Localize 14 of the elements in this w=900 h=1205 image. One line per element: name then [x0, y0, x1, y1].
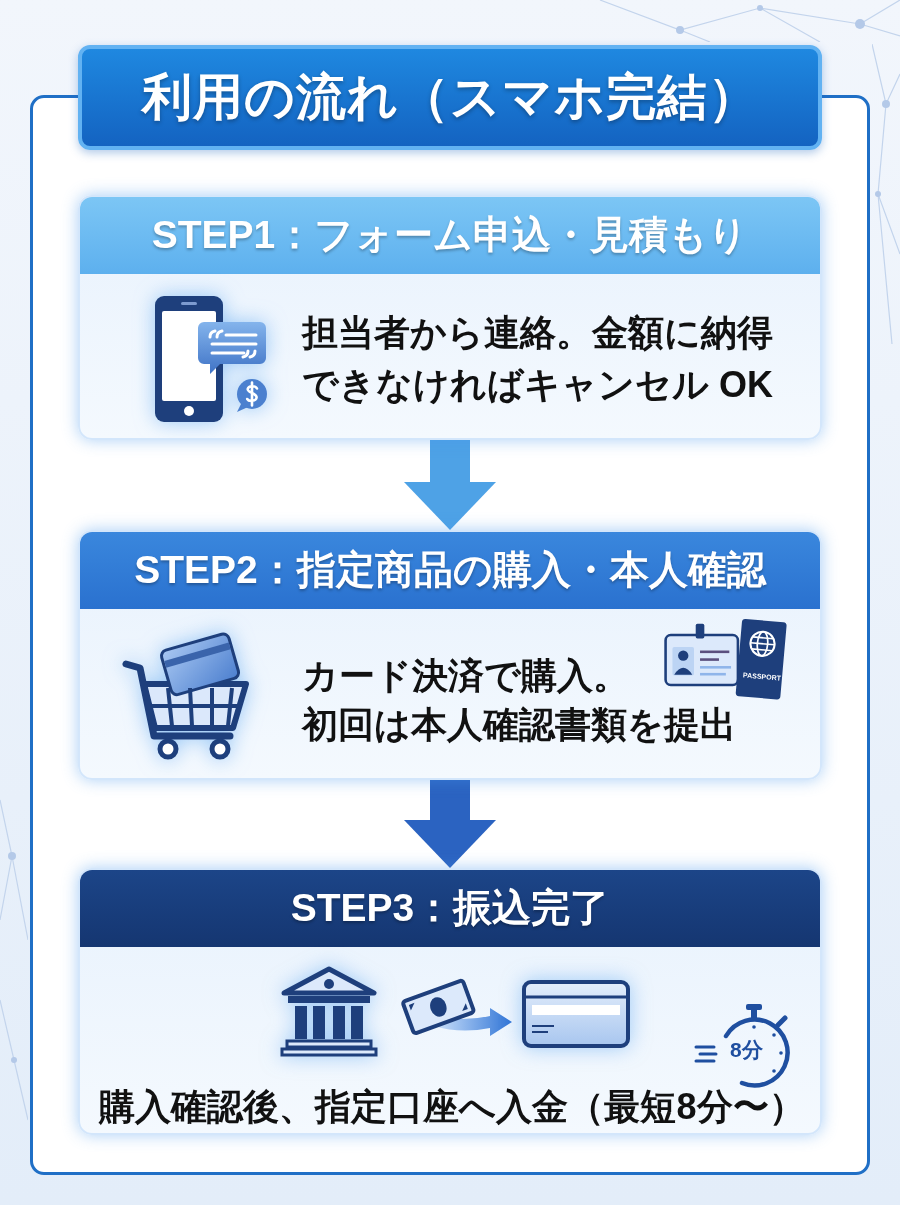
step-card: [78, 868, 822, 1135]
step-heading: STEP3：振込完了: [80, 870, 820, 947]
timer-text: 8分: [730, 1038, 763, 1062]
step-card: [78, 195, 822, 440]
down-arrow: [404, 440, 496, 530]
step-description: 購入確認後、指定口座へ入金（最短8分〜）: [99, 1085, 805, 1129]
step-card: [78, 530, 822, 780]
step-heading: STEP1：フォーム申込・見積もり: [80, 197, 820, 274]
title-banner: 利用の流れ（スマホ完結）: [78, 45, 822, 150]
step-description: カード決済で購入。: [302, 654, 629, 698]
step-heading: STEP2：指定商品の購入・本人確認: [80, 532, 820, 609]
step-description: 担当者から連絡。金額に納得できなければキャンセル OK: [302, 311, 774, 407]
down-arrow: [404, 780, 496, 868]
step-description: 初回は本人確認書類を提出: [302, 703, 736, 747]
